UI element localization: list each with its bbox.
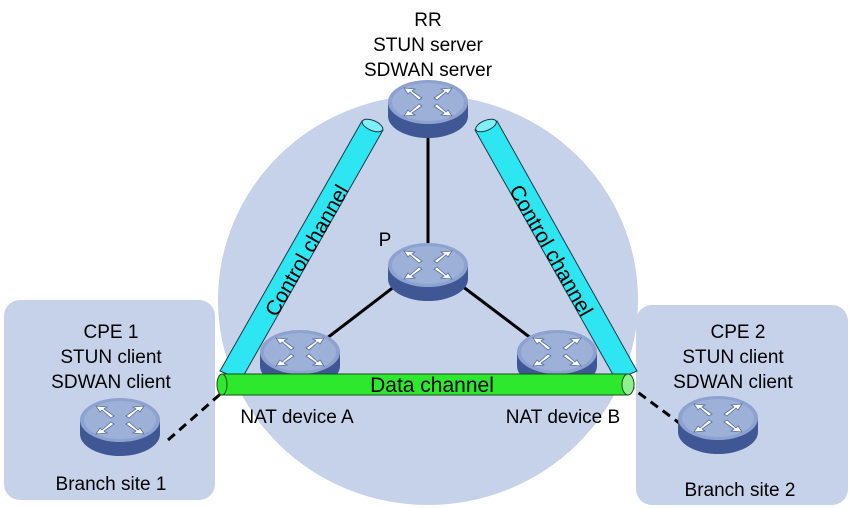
cpe1-router-icon[interactable] <box>79 397 161 457</box>
link-cpe2-nat-b <box>627 383 683 427</box>
cpe2-label: CPE 2 <box>711 322 766 343</box>
link-p-nat-b <box>461 284 541 347</box>
rr-role-sdwan: SDWAN server <box>364 60 493 81</box>
p-router-icon[interactable] <box>387 242 469 302</box>
rr-role-stun: STUN server <box>373 35 483 56</box>
cpe2-router-icon[interactable] <box>677 395 759 455</box>
rr-label: RR <box>414 10 441 31</box>
rr-router-icon[interactable] <box>387 79 469 139</box>
cpe1-role-sdwan: SDWAN client <box>51 372 171 393</box>
cpe2-role-stun: STUN client <box>682 347 784 368</box>
nat-device-a-label: NAT device A <box>240 407 354 428</box>
branch-site-2-label: Branch site 2 <box>685 480 796 501</box>
nat-device-b-label: NAT device B <box>506 407 620 428</box>
data-channel-label: Data channel <box>370 374 494 397</box>
cpe1-label: CPE 1 <box>84 322 139 343</box>
data-channel: Data channel <box>216 373 635 397</box>
link-cpe1-nat-a <box>167 388 226 442</box>
branch-site-1-label: Branch site 1 <box>56 474 167 495</box>
link-p-nat-a <box>317 284 396 347</box>
cpe2-role-sdwan: SDWAN client <box>673 372 793 393</box>
cpe1-role-stun: STUN client <box>60 347 162 368</box>
p-router-label: P <box>379 230 392 251</box>
